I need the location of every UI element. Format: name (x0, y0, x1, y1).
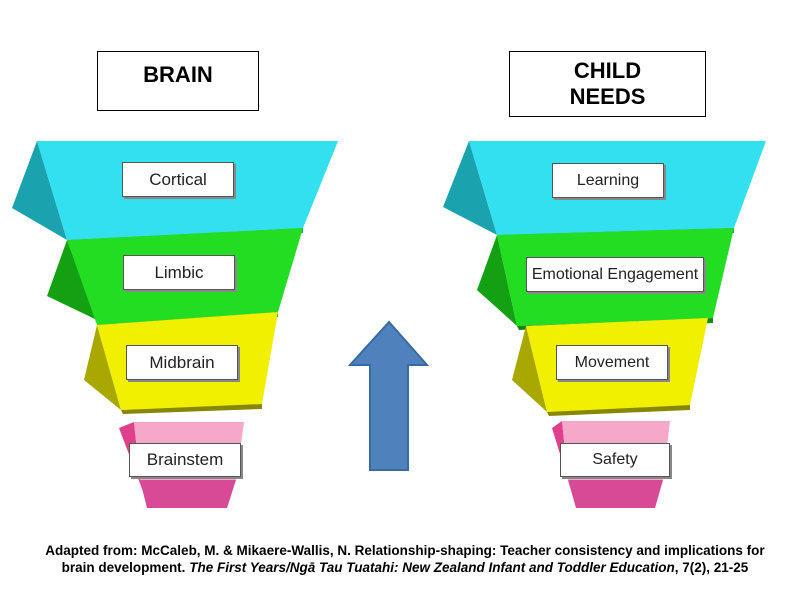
brain-title-text: BRAIN (143, 62, 213, 87)
label-learning-text: Learning (576, 171, 640, 189)
up-arrow (347, 320, 430, 471)
label-emotional-engagement: Emotional Engagement (526, 257, 704, 292)
citation-caption: Adapted from: McCaleb, M. & Mikaere-Wall… (40, 542, 770, 576)
label-movement-text: Movement (574, 353, 650, 371)
child-needs-title-line1: CHILD (573, 58, 642, 83)
brain-title: BRAIN (97, 51, 259, 111)
child-needs-title-line2: NEEDS (569, 84, 646, 110)
label-brainstem: Brainstem (129, 443, 241, 477)
label-brainstem-text: Brainstem (146, 450, 224, 469)
label-learning: Learning (552, 163, 664, 198)
label-midbrain: Midbrain (126, 345, 238, 380)
label-limbic-text: Limbic (154, 262, 204, 282)
label-cortical-text: Cortical (149, 169, 207, 189)
label-movement: Movement (556, 345, 668, 380)
caption-text: Adapted from: McCaleb, M. & Mikaere-Wall… (45, 543, 765, 575)
label-limbic: Limbic (123, 255, 235, 290)
label-midbrain-text: Midbrain (149, 352, 215, 372)
label-cortical: Cortical (122, 162, 234, 197)
label-safety-text: Safety (592, 451, 638, 468)
label-emotional-engagement-text: Emotional Engagement (531, 265, 699, 283)
child-needs-title: CHILD NEEDS (509, 51, 706, 117)
label-safety: Safety (560, 443, 670, 477)
caption-volume: , 7(2), 21-25 (674, 560, 749, 575)
caption-journal: The First Years/Ngā Tau Tuatahi: New Zea… (189, 560, 675, 575)
